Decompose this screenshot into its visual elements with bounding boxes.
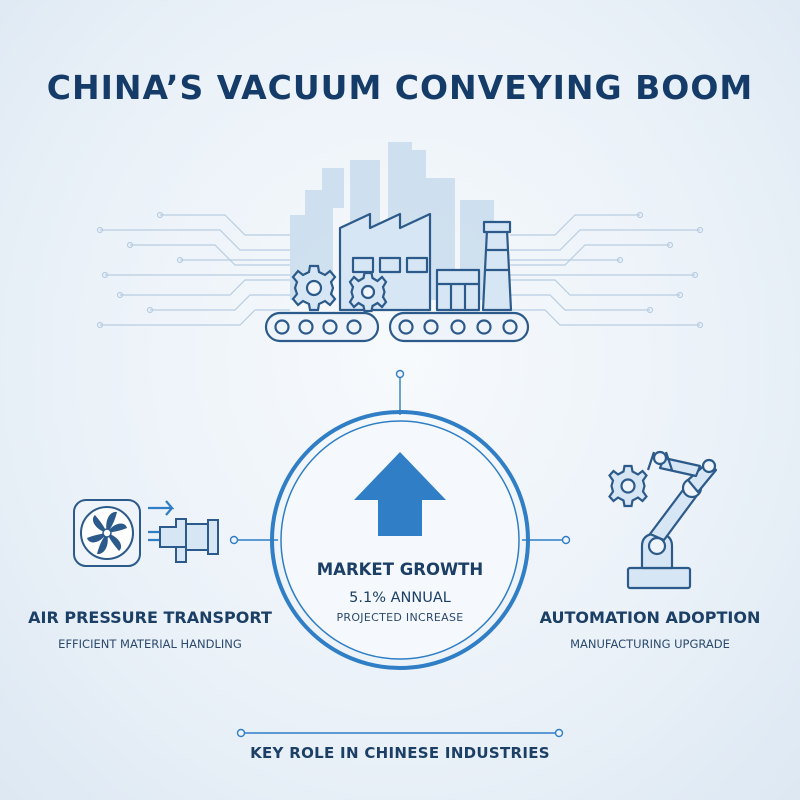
connector-lines (229, 369, 571, 738)
gear-icon (608, 464, 648, 508)
pipe-icon (159, 518, 219, 563)
fan-icon (73, 499, 141, 567)
circuit-lines-right (510, 211, 704, 329)
automation-label: AUTOMATION ADOPTION (539, 608, 761, 627)
growth-rate-value: 5.1% ANNUAL (349, 590, 451, 606)
footer-caption: KEY ROLE IN CHINESE INDUSTRIES (250, 744, 550, 762)
air-pressure-label: AIR PRESSURE TRANSPORT (28, 608, 272, 627)
market-growth-circle (270, 410, 530, 670)
gear-icon (291, 264, 388, 313)
automation-subtext: MANUFACTURING UPGRADE (570, 637, 730, 651)
air-pressure-subtext: EFFICIENT MATERIAL HANDLING (58, 637, 242, 651)
growth-rate-subtext: PROJECTED INCREASE (336, 611, 464, 624)
up-arrow-icon (354, 452, 446, 536)
robot-arm-icon (626, 450, 718, 590)
conveyor-icon (264, 311, 530, 343)
page-title: CHINA’S VACUUM CONVEYING BOOM (46, 68, 754, 107)
market-growth-label: MARKET GROWTH (316, 560, 484, 579)
circuit-lines-left (96, 211, 290, 329)
